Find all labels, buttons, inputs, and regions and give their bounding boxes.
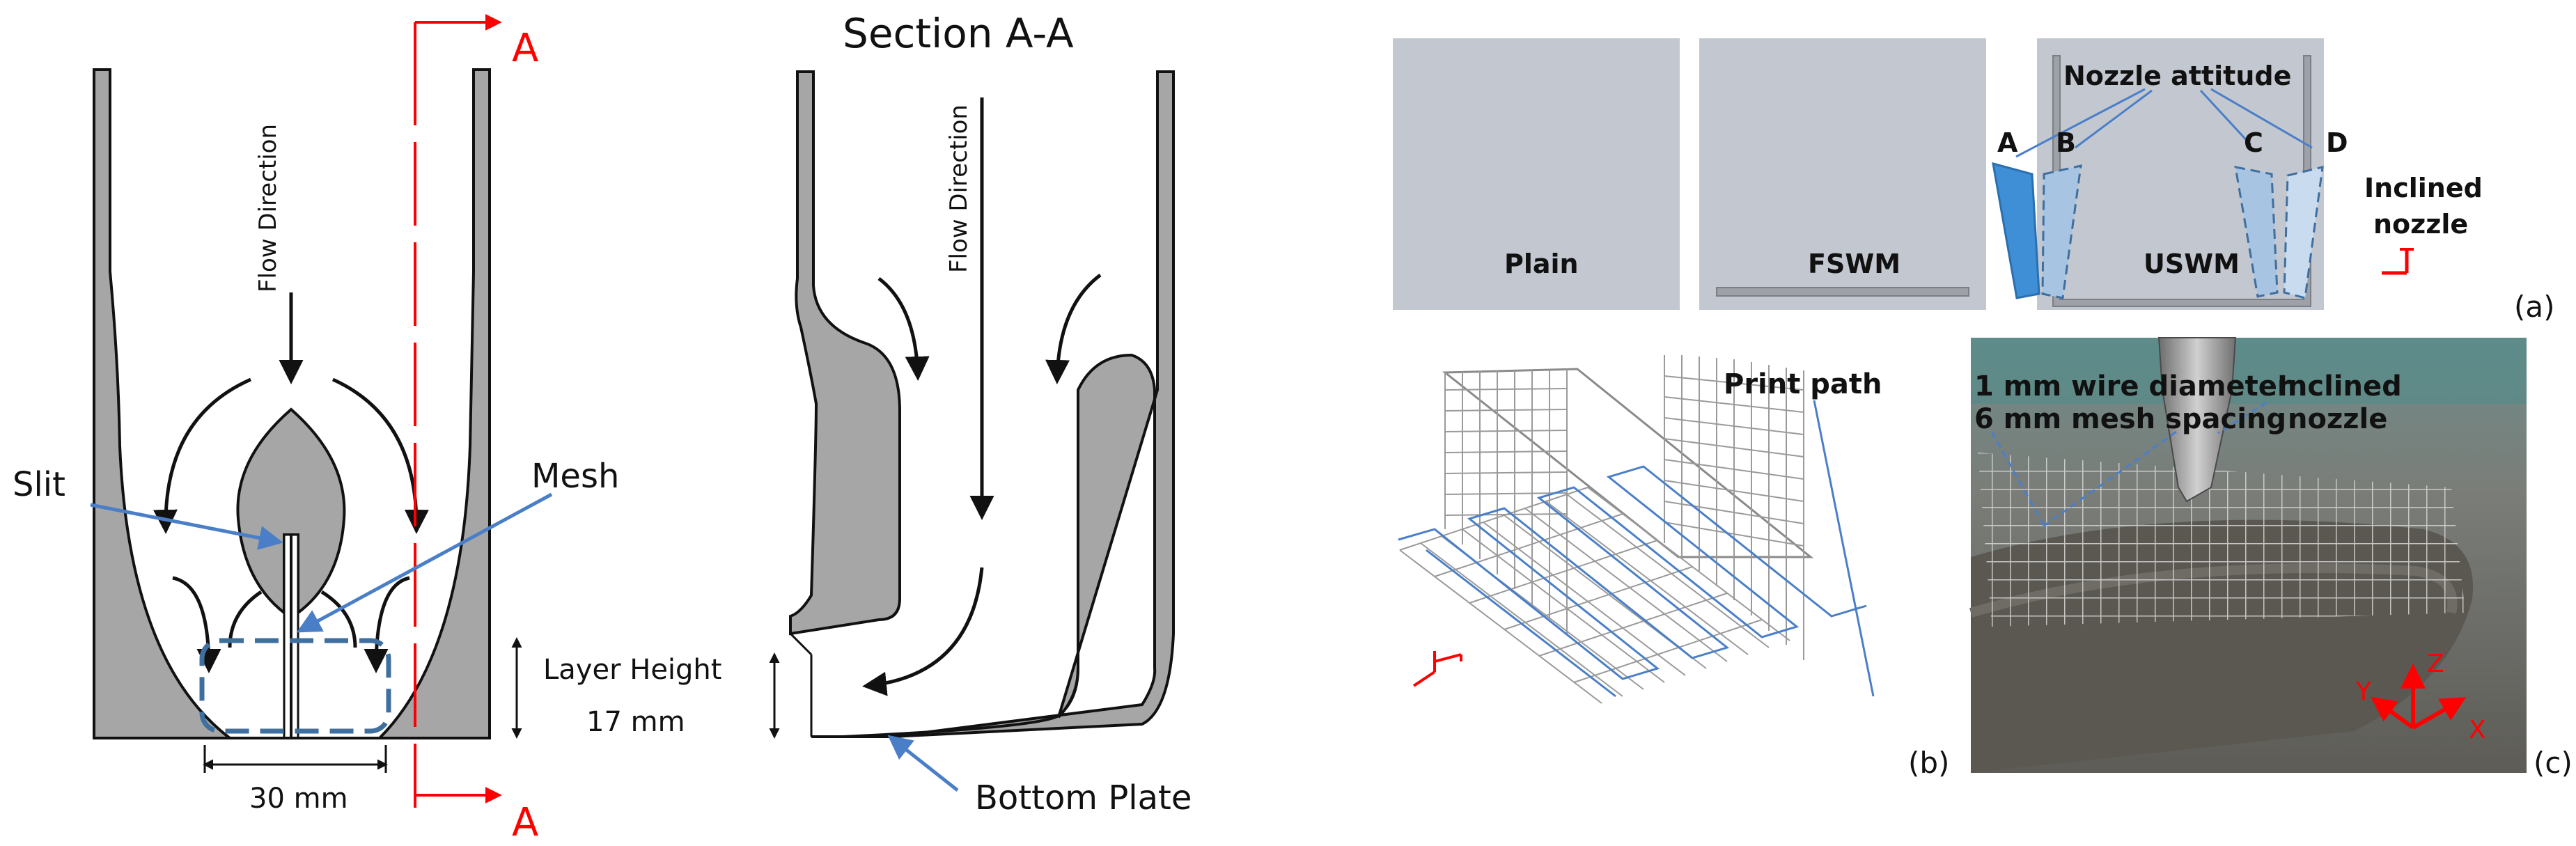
nozzle-b <box>2041 164 2082 299</box>
plain-tile <box>1393 38 1680 310</box>
attitude-c: C <box>2244 127 2263 158</box>
panel-b-label: (b) <box>1908 746 1949 780</box>
nozzle-front-view <box>90 14 553 808</box>
plain-label: Plain <box>1504 249 1579 279</box>
attitude-a: A <box>1997 127 2018 158</box>
nozzle-a <box>1992 162 2040 299</box>
inclined-nozzle-c-1: Inclined <box>2277 370 2402 402</box>
axis-x <box>2412 697 2467 730</box>
mesh-label: Mesh <box>531 457 619 496</box>
nozzle-c <box>2234 166 2279 298</box>
print-path-pointer <box>1813 400 1875 697</box>
section-marker-top: A <box>512 26 538 71</box>
flow-direction-label: Flow Direction <box>254 124 282 292</box>
axis-y <box>2371 696 2414 730</box>
axis-z-label: Z <box>2427 650 2444 678</box>
flow-lower-left <box>172 576 221 673</box>
uswm-u-plate <box>2052 55 2311 307</box>
flow-curve-left <box>153 377 252 534</box>
panel-c-label: (c) <box>2534 746 2573 780</box>
printer-nozzle <box>2157 337 2237 503</box>
wire-diameter-label: 1 mm wire diameter <box>1974 370 2291 402</box>
wire-mesh <box>1978 453 2465 627</box>
right-wall <box>376 68 491 739</box>
layer-height-label: Layer Height <box>543 654 721 686</box>
nozzle-section-view <box>511 70 1175 792</box>
nozzle-d <box>2283 166 2324 299</box>
left-wall <box>93 68 234 739</box>
fswm-label: FSWM <box>1808 249 1900 279</box>
section-curve-left <box>877 277 930 381</box>
axis-y-label: Y <box>2355 677 2372 706</box>
panel-c-photo <box>1969 337 2527 773</box>
mesh-wall-left <box>1442 368 1814 558</box>
section-marker-bottom: A <box>512 800 538 845</box>
panel-a <box>1393 38 2414 310</box>
mesh-pointer <box>296 492 553 633</box>
section-left-wall <box>789 70 901 636</box>
axis-x-label: X <box>2469 716 2486 744</box>
fswm-plate <box>1716 287 1969 297</box>
inclined-nozzle-a-1: Inclined <box>2364 173 2483 203</box>
section-curve-right <box>1045 274 1102 384</box>
uswm-label: USWM <box>2144 249 2240 279</box>
panel-b-mesh-diagram <box>1398 355 1875 704</box>
bottom-plate-pointer <box>887 735 959 792</box>
layer-height-value: 17 mm <box>586 706 685 738</box>
attitude-b: B <box>2056 127 2076 158</box>
mesh-region <box>199 638 391 734</box>
attitude-d: D <box>2326 127 2348 158</box>
inclined-nozzle-c-2: nozzle <box>2288 403 2387 435</box>
section-title: Section A-A <box>843 10 1074 57</box>
print-path-label: Print path <box>1724 368 1882 400</box>
flow-lower-right2 <box>320 590 357 648</box>
flow-lower-right <box>364 576 410 673</box>
section-curve-bottom <box>862 567 984 696</box>
slit-label: Slit <box>13 465 65 504</box>
width-label: 30 mm <box>249 783 348 815</box>
slit-pointer <box>90 503 283 550</box>
fswm-tile <box>1699 38 1986 310</box>
mesh-spacing-label: 6 mm mesh spacing <box>1974 403 2286 435</box>
panel-a-label: (a) <box>2514 290 2555 324</box>
nozzle-attitude-label: Nozzle attitude <box>2063 61 2291 91</box>
section-right-wall <box>891 70 1175 738</box>
section-flow-label: Flow Direction <box>945 104 973 273</box>
bottom-plate-label: Bottom Plate <box>975 778 1192 817</box>
inclined-nozzle-a-2: nozzle <box>2373 209 2468 240</box>
